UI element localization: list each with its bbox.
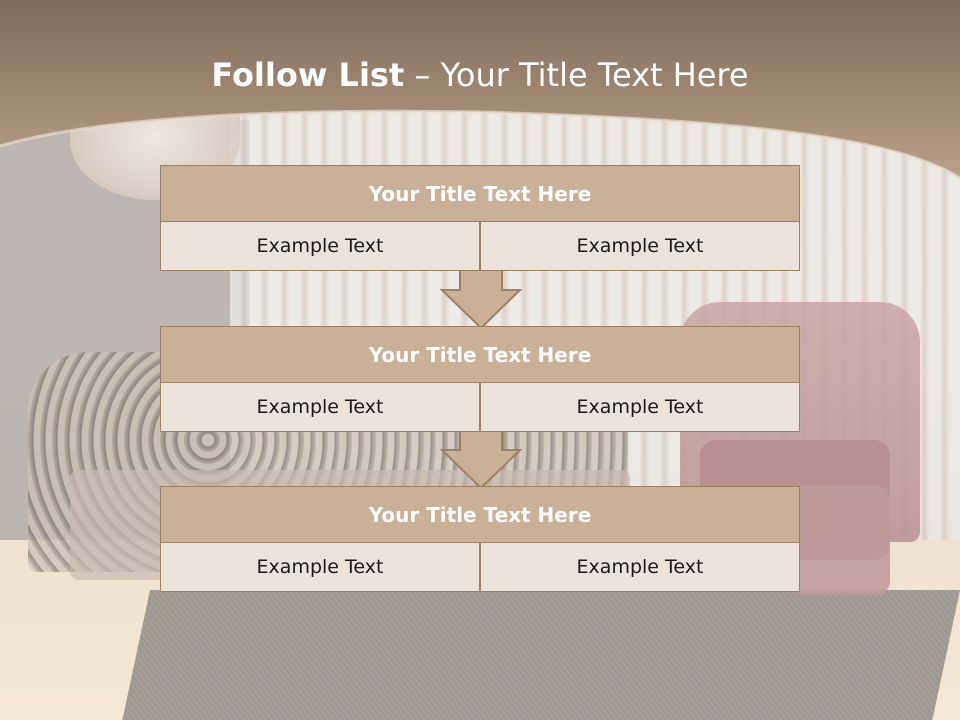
down-arrow-icon [440, 430, 522, 490]
slide-title-rest: – Your Title Text Here [404, 56, 749, 94]
step-cell-right: Example Text [480, 221, 800, 271]
background-ottoman [790, 485, 890, 595]
follow-list-step-3: Your Title Text Here Example Text Exampl… [160, 486, 800, 592]
follow-list-step-2: Your Title Text Here Example Text Exampl… [160, 326, 800, 432]
slide-title-bold: Follow List [211, 56, 405, 94]
step-title: Your Title Text Here [160, 486, 800, 544]
header-band [0, 0, 960, 180]
step-title: Your Title Text Here [160, 326, 800, 384]
step-cell-right: Example Text [480, 382, 800, 432]
step-cell-left: Example Text [160, 542, 480, 592]
follow-list-step-1: Your Title Text Here Example Text Exampl… [160, 165, 800, 271]
slide-title: Follow List – Your Title Text Here [0, 56, 960, 94]
step-title: Your Title Text Here [160, 165, 800, 223]
step-cell-left: Example Text [160, 221, 480, 271]
background-rug [122, 590, 960, 720]
step-cell-right: Example Text [480, 542, 800, 592]
down-arrow-icon [440, 270, 522, 330]
step-cell-left: Example Text [160, 382, 480, 432]
